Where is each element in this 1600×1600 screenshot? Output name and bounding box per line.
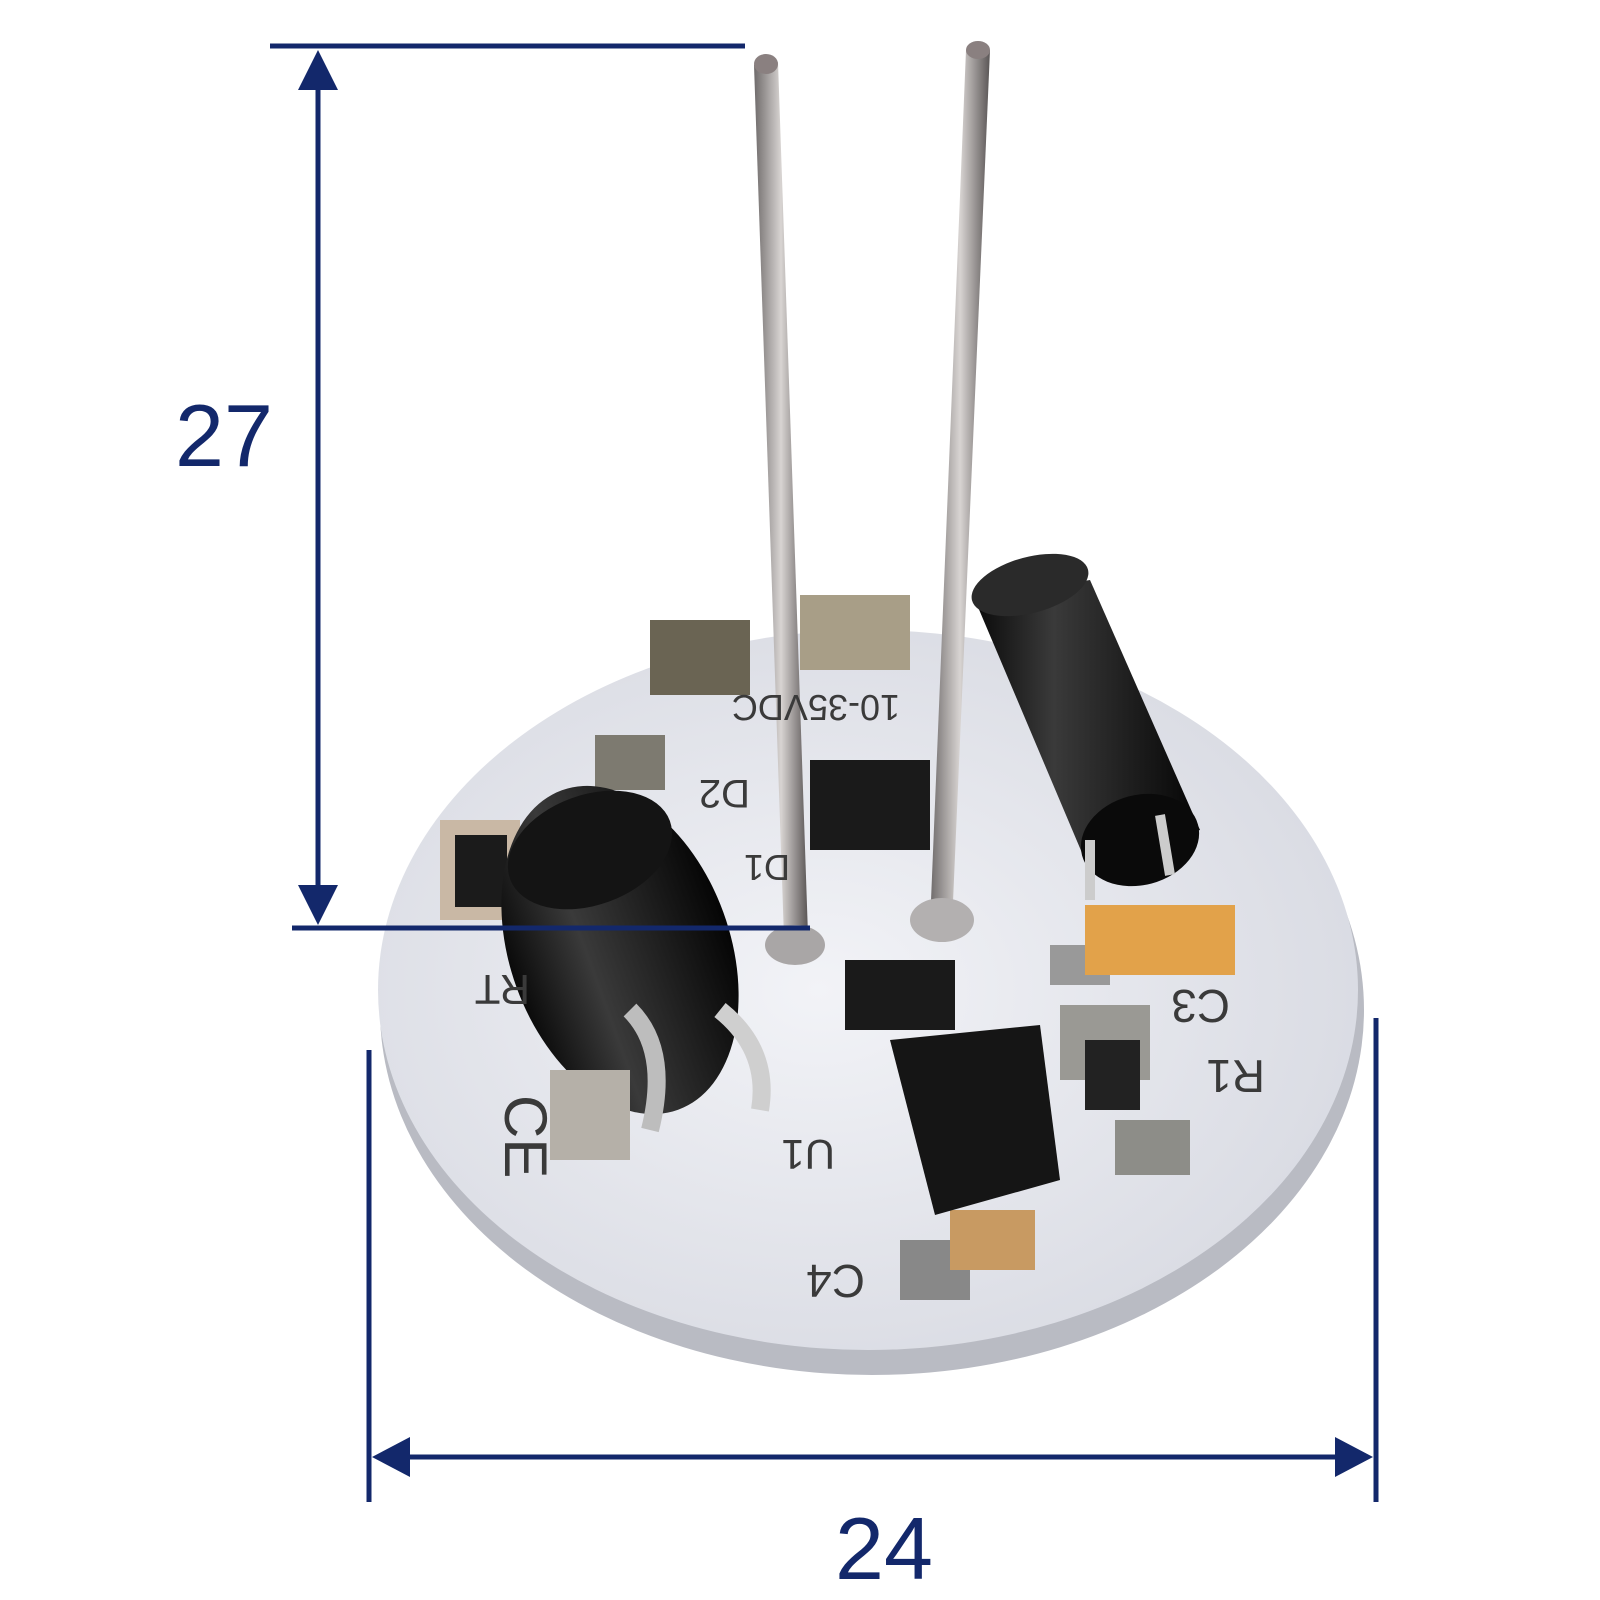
transistor (845, 960, 955, 1030)
silk-r1: R1 (1206, 1050, 1265, 1102)
resistor-r1 (1085, 1040, 1140, 1110)
bi-pin-leads (754, 41, 990, 965)
resistor-rt (455, 835, 507, 907)
silk-d2: D2 (699, 771, 750, 815)
silk-u1: U1 (781, 1131, 835, 1178)
capacitor-c4 (950, 1210, 1035, 1270)
silk-voltage: 10-35VDC (732, 687, 900, 728)
silk-rt: RT (475, 966, 530, 1013)
width-dimension-label: 24 (835, 1499, 933, 1598)
silk-c3: C3 (1171, 980, 1230, 1032)
silkscreen-labels: 10-35VDC D2 D1 RT C3 R1 U1 C4 CE (475, 687, 1265, 1307)
silk-c4: C4 (806, 1255, 865, 1307)
width-dimension (366, 1018, 1379, 1502)
diode-d1 (810, 760, 930, 850)
ce-mark: CE (492, 1095, 559, 1178)
tantalum-capacitor (1085, 905, 1235, 975)
silk-d1: D1 (744, 847, 790, 888)
inductor (501, 785, 771, 1160)
regulator-u1 (890, 1025, 1060, 1215)
height-dimension-label: 27 (175, 386, 273, 485)
height-dimension (270, 43, 810, 931)
electrolytic-capacitor (971, 553, 1200, 900)
